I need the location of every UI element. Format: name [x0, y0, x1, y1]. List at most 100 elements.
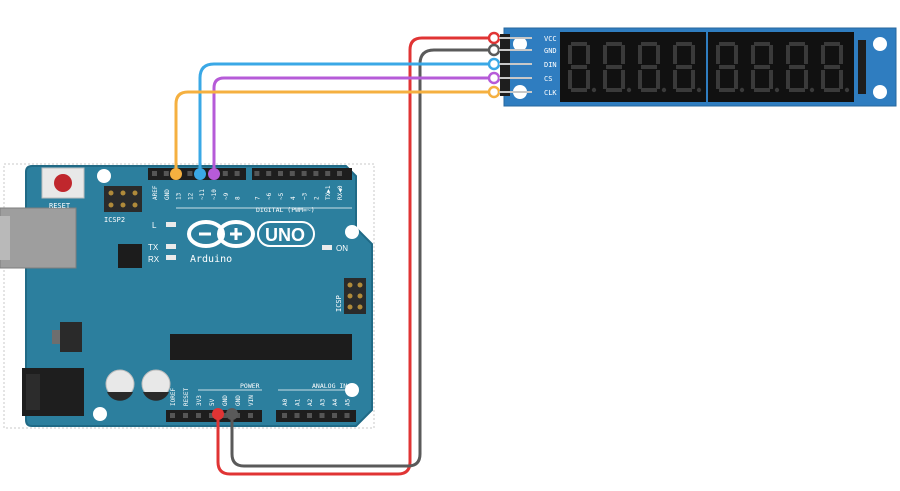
- board-pcb: [25, 165, 373, 427]
- digital-pin-hole[interactable]: [187, 171, 193, 176]
- vcc-wire[interactable]: [216, 36, 494, 476]
- gnd-board-connector[interactable]: [226, 408, 238, 420]
- digital-pin-hole[interactable]: [222, 171, 228, 176]
- din-wire[interactable]: [198, 62, 494, 174]
- seven-segment-digit: [786, 42, 815, 93]
- digital-pin-hole[interactable]: [289, 171, 295, 176]
- digital-pin-hole[interactable]: [234, 171, 240, 176]
- analog-pin-hole[interactable]: [294, 413, 300, 418]
- cs-wire[interactable]: [212, 76, 494, 174]
- icsp2-header: [104, 186, 142, 212]
- segment: [586, 45, 590, 64]
- digital-pin-hole[interactable]: [325, 171, 331, 176]
- segment: [804, 45, 808, 64]
- wire-ends: [170, 31, 532, 420]
- segment: [571, 88, 587, 92]
- seven-segment-digit: [716, 42, 745, 93]
- clk-wire[interactable]: [174, 90, 494, 174]
- digital-pin-label: ~3: [302, 192, 309, 200]
- digital-pin-hole[interactable]: [163, 171, 169, 176]
- power-label: POWER: [240, 382, 260, 390]
- power-pin-label: GND: [222, 395, 229, 406]
- gnd-wire[interactable]: [230, 48, 494, 468]
- segment: [824, 65, 840, 69]
- module-pin-label: DIN: [544, 61, 557, 69]
- vcc-module-connector[interactable]: [487, 31, 501, 45]
- analog-pin-label: A3: [320, 398, 327, 406]
- power-pin-hole[interactable]: [222, 413, 227, 418]
- digital-pin-hole[interactable]: [152, 171, 157, 176]
- segment: [769, 45, 773, 64]
- segment: [676, 42, 692, 46]
- segment: [719, 42, 735, 46]
- segment: [839, 45, 843, 64]
- analog-pin-hole[interactable]: [307, 413, 312, 418]
- analog-pin-label: A2: [307, 398, 314, 406]
- analog-pin-hole[interactable]: [282, 413, 287, 418]
- analog-pin-hole[interactable]: [319, 413, 325, 418]
- din-module-connector[interactable]: [487, 57, 501, 71]
- vcc-board-connector[interactable]: [212, 408, 224, 420]
- digital-pin-hole[interactable]: [266, 171, 272, 176]
- segment: [656, 45, 660, 64]
- module-mount-hole: [873, 37, 887, 51]
- led-tx-label: TX: [148, 243, 159, 252]
- analog-pin-label: A5: [345, 398, 352, 406]
- segment: [673, 70, 677, 89]
- reset-button-cap[interactable]: [54, 174, 72, 192]
- decimal-point: [661, 87, 667, 93]
- segment: [621, 45, 625, 64]
- display-digits: [568, 42, 850, 93]
- analog-header: [276, 410, 356, 422]
- din-board-connector[interactable]: [194, 168, 206, 180]
- segment: [606, 65, 622, 69]
- digital-pin-hole[interactable]: [301, 171, 307, 176]
- cs-module-connector[interactable]: [487, 71, 501, 85]
- seven-segment-digit: [568, 42, 597, 93]
- module-pin-label: VCC: [544, 35, 557, 43]
- seven-segment-digit: [638, 42, 667, 93]
- decimal-point: [774, 87, 780, 93]
- segment: [586, 70, 590, 89]
- decimal-point: [626, 87, 632, 93]
- module-mount-hole: [513, 37, 527, 51]
- digital-pin-hole[interactable]: [337, 171, 342, 176]
- segment: [821, 45, 825, 64]
- segment: [603, 70, 607, 89]
- digital-pin-label: GND: [164, 189, 171, 200]
- segment: [676, 65, 692, 69]
- digital-pin-hole[interactable]: [254, 171, 260, 176]
- decimal-point: [591, 87, 597, 93]
- segment: [719, 65, 735, 69]
- clk-board-connector[interactable]: [170, 168, 182, 180]
- power-pin-hole[interactable]: [248, 413, 253, 418]
- seven-segment-digit: [821, 42, 850, 93]
- power-pin-label: RESET: [183, 388, 190, 406]
- analog-label: ANALOG IN: [312, 382, 347, 390]
- power-pin-hole[interactable]: [170, 413, 175, 418]
- power-pin-hole[interactable]: [209, 413, 214, 418]
- digital-pin-hole[interactable]: [278, 171, 283, 176]
- segment: [638, 70, 642, 89]
- digital-pin-hole[interactable]: [313, 171, 319, 176]
- digital-pin-label: ~11: [199, 189, 206, 200]
- usb-connector: [0, 207, 77, 269]
- gnd-module-connector[interactable]: [487, 43, 501, 57]
- cs-board-connector[interactable]: [208, 168, 220, 180]
- analog-pin-hole[interactable]: [344, 413, 350, 418]
- analog-pin-hole[interactable]: [332, 413, 337, 418]
- clk-module-connector[interactable]: [487, 85, 501, 99]
- segment: [571, 42, 587, 46]
- power-pin-hole[interactable]: [196, 413, 201, 418]
- segment: [751, 70, 755, 89]
- segment: [568, 70, 572, 89]
- power-pin-hole[interactable]: [183, 413, 188, 418]
- digital-pin-label: 4: [290, 196, 297, 200]
- digital-label: DIGITAL (PWM=~): [256, 206, 315, 214]
- capacitor: [141, 369, 171, 401]
- segment: [568, 45, 572, 64]
- digital-pin-label: RX◀0: [337, 185, 344, 200]
